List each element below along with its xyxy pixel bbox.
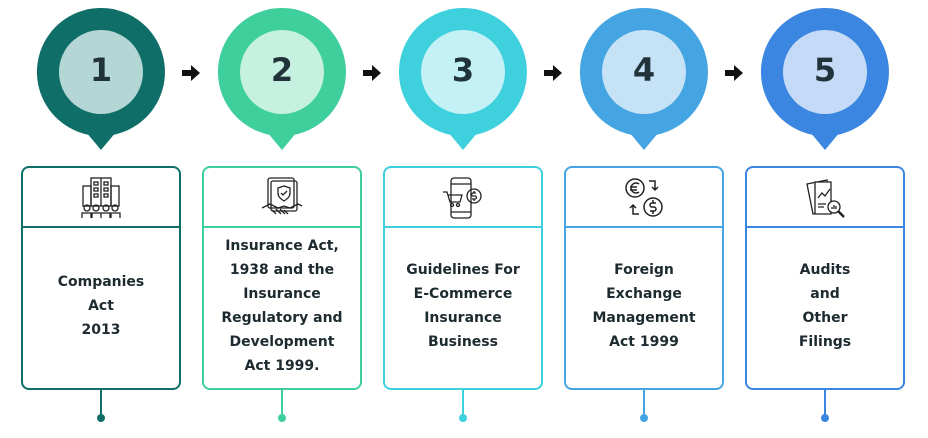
step-number: 5 xyxy=(813,51,837,89)
card-icon-area xyxy=(23,168,179,226)
step-number: 3 xyxy=(451,51,475,89)
step-number: 4 xyxy=(632,51,656,89)
office-building-people-icon xyxy=(81,177,121,218)
card-divider xyxy=(23,226,179,228)
step-5: 5 Audits and Other Filings xyxy=(745,0,905,438)
card-icon-area xyxy=(747,168,903,226)
connector-dot xyxy=(459,414,467,422)
step-card: Foreign Exchange Management Act 1999 xyxy=(564,166,724,390)
step-label: Foreign Exchange Management Act 1999 xyxy=(592,262,696,350)
step-label: Audits and Other Filings xyxy=(798,262,852,350)
step-card: Guidelines For E-Commerce Insurance Busi… xyxy=(383,166,543,390)
connector-dot xyxy=(97,414,105,422)
report-magnifier-icon xyxy=(806,179,845,218)
handshake-shield-icon xyxy=(261,177,303,215)
connector-stem xyxy=(824,390,826,416)
step-label: Companies Act 2013 xyxy=(57,274,145,338)
mobile-shopping-cart-icon xyxy=(443,177,482,219)
connector-stem xyxy=(462,390,464,416)
card-icon-area xyxy=(385,168,541,226)
step-4: 4 Foreign Exchange Management Act 1999 xyxy=(564,0,724,438)
step-card: Companies Act 2013 xyxy=(21,166,181,390)
arrow-right-icon xyxy=(544,65,562,81)
currency-exchange-icon xyxy=(625,178,663,217)
step-number: 1 xyxy=(89,51,113,89)
step-number-bubble: 4 xyxy=(564,0,724,160)
step-3: 3 Guidelines For E-Commerce Insurance Bu… xyxy=(383,0,543,438)
step-label: Insurance Act, 1938 and the Insurance Re… xyxy=(221,238,343,374)
card-divider xyxy=(204,226,360,228)
card-icon-area xyxy=(566,168,722,226)
step-number-bubble: 1 xyxy=(21,0,181,160)
step-2: 2 Insurance Act, 1938 and the Insurance … xyxy=(202,0,362,438)
card-divider xyxy=(385,226,541,228)
card-divider xyxy=(747,226,903,228)
step-1: 1 Companies Act 2013 xyxy=(21,0,181,438)
connector-stem xyxy=(281,390,283,416)
arrow-right-icon xyxy=(725,65,743,81)
step-label: Guidelines For E-Commerce Insurance Busi… xyxy=(406,262,520,350)
step-number-bubble: 5 xyxy=(745,0,905,160)
arrow-right-icon xyxy=(363,65,381,81)
connector-dot xyxy=(278,414,286,422)
connector-stem xyxy=(643,390,645,416)
card-divider xyxy=(566,226,722,228)
connector-stem xyxy=(100,390,102,416)
arrow-right-icon xyxy=(182,65,200,81)
step-number-bubble: 2 xyxy=(202,0,362,160)
card-icon-area xyxy=(204,168,360,226)
step-card: Audits and Other Filings xyxy=(745,166,905,390)
connector-dot xyxy=(640,414,648,422)
step-number: 2 xyxy=(270,51,294,89)
connector-dot xyxy=(821,414,829,422)
step-number-bubble: 3 xyxy=(383,0,543,160)
step-card: Insurance Act, 1938 and the Insurance Re… xyxy=(202,166,362,390)
